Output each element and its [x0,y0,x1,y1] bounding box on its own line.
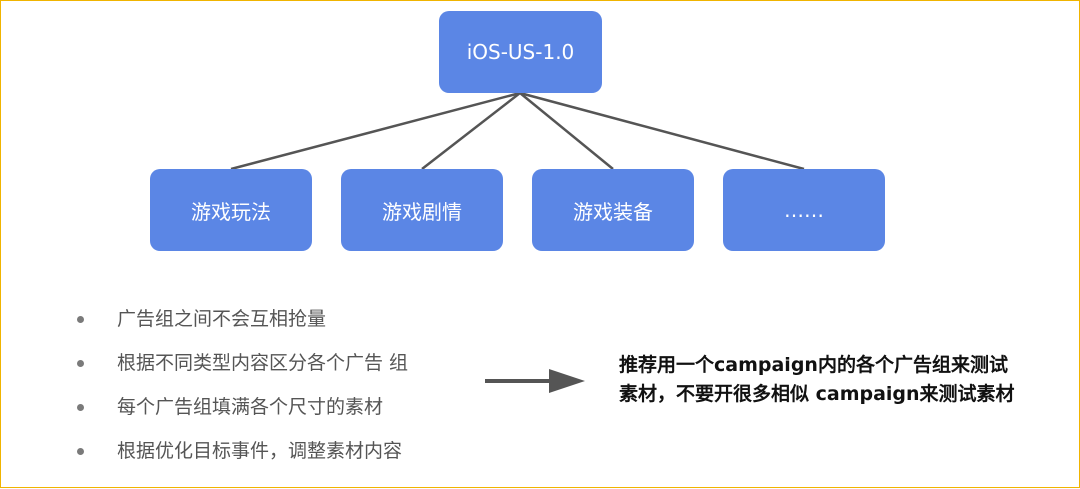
child-node-label: …… [784,198,824,222]
connector-to-equipment [519,92,614,170]
bullet-dot-icon [77,448,84,455]
bullet-text: 广告组之间不会互相抢量 [117,308,327,330]
bullet-item: 每个广告组填满各个尺寸的素材 [71,385,408,429]
note-line: 推荐用一个campaign内的各个广告组来测试 [619,354,1008,376]
child-node-story: 游戏剧情 [341,169,503,251]
bullet-item: 根据不同类型内容区分各个广告 组 [71,341,408,385]
child-node-equipment: 游戏装备 [532,169,694,251]
recommendation-note: 推荐用一个campaign内的各个广告组来测试 素材，不要开很多相似 campa… [619,351,1069,409]
bullet-dot-icon [77,316,84,323]
child-node-label: 游戏装备 [573,199,653,224]
bullet-text: 每个广告组填满各个尺寸的素材 [117,396,384,418]
connector-to-more [519,91,805,171]
child-node-label: 游戏玩法 [191,199,271,224]
note-line: 素材，不要开很多相似 campaign来测试素材 [619,383,1015,405]
root-node-label: iOS-US-1.0 [466,40,575,64]
bullet-item: 根据优化目标事件，调整素材内容 [71,429,408,473]
bullet-text: 根据不同类型内容区分各个广告 组 [117,352,409,374]
child-node-label: 游戏剧情 [382,199,462,224]
connector-to-story [421,92,521,170]
bullet-dot-icon [77,404,84,411]
bullet-dot-icon [77,360,84,367]
bullet-item: 广告组之间不会互相抢量 [71,297,408,341]
child-node-gameplay: 游戏玩法 [150,169,312,251]
child-node-more: …… [723,169,885,251]
root-node: iOS-US-1.0 [439,11,602,93]
bullet-text: 根据优化目标事件，调整素材内容 [117,440,403,462]
bullet-list: 广告组之间不会互相抢量 根据不同类型内容区分各个广告 组 每个广告组填满各个尺寸… [71,297,408,473]
connector-to-gameplay [230,91,521,171]
arrow-head-icon [549,369,585,393]
